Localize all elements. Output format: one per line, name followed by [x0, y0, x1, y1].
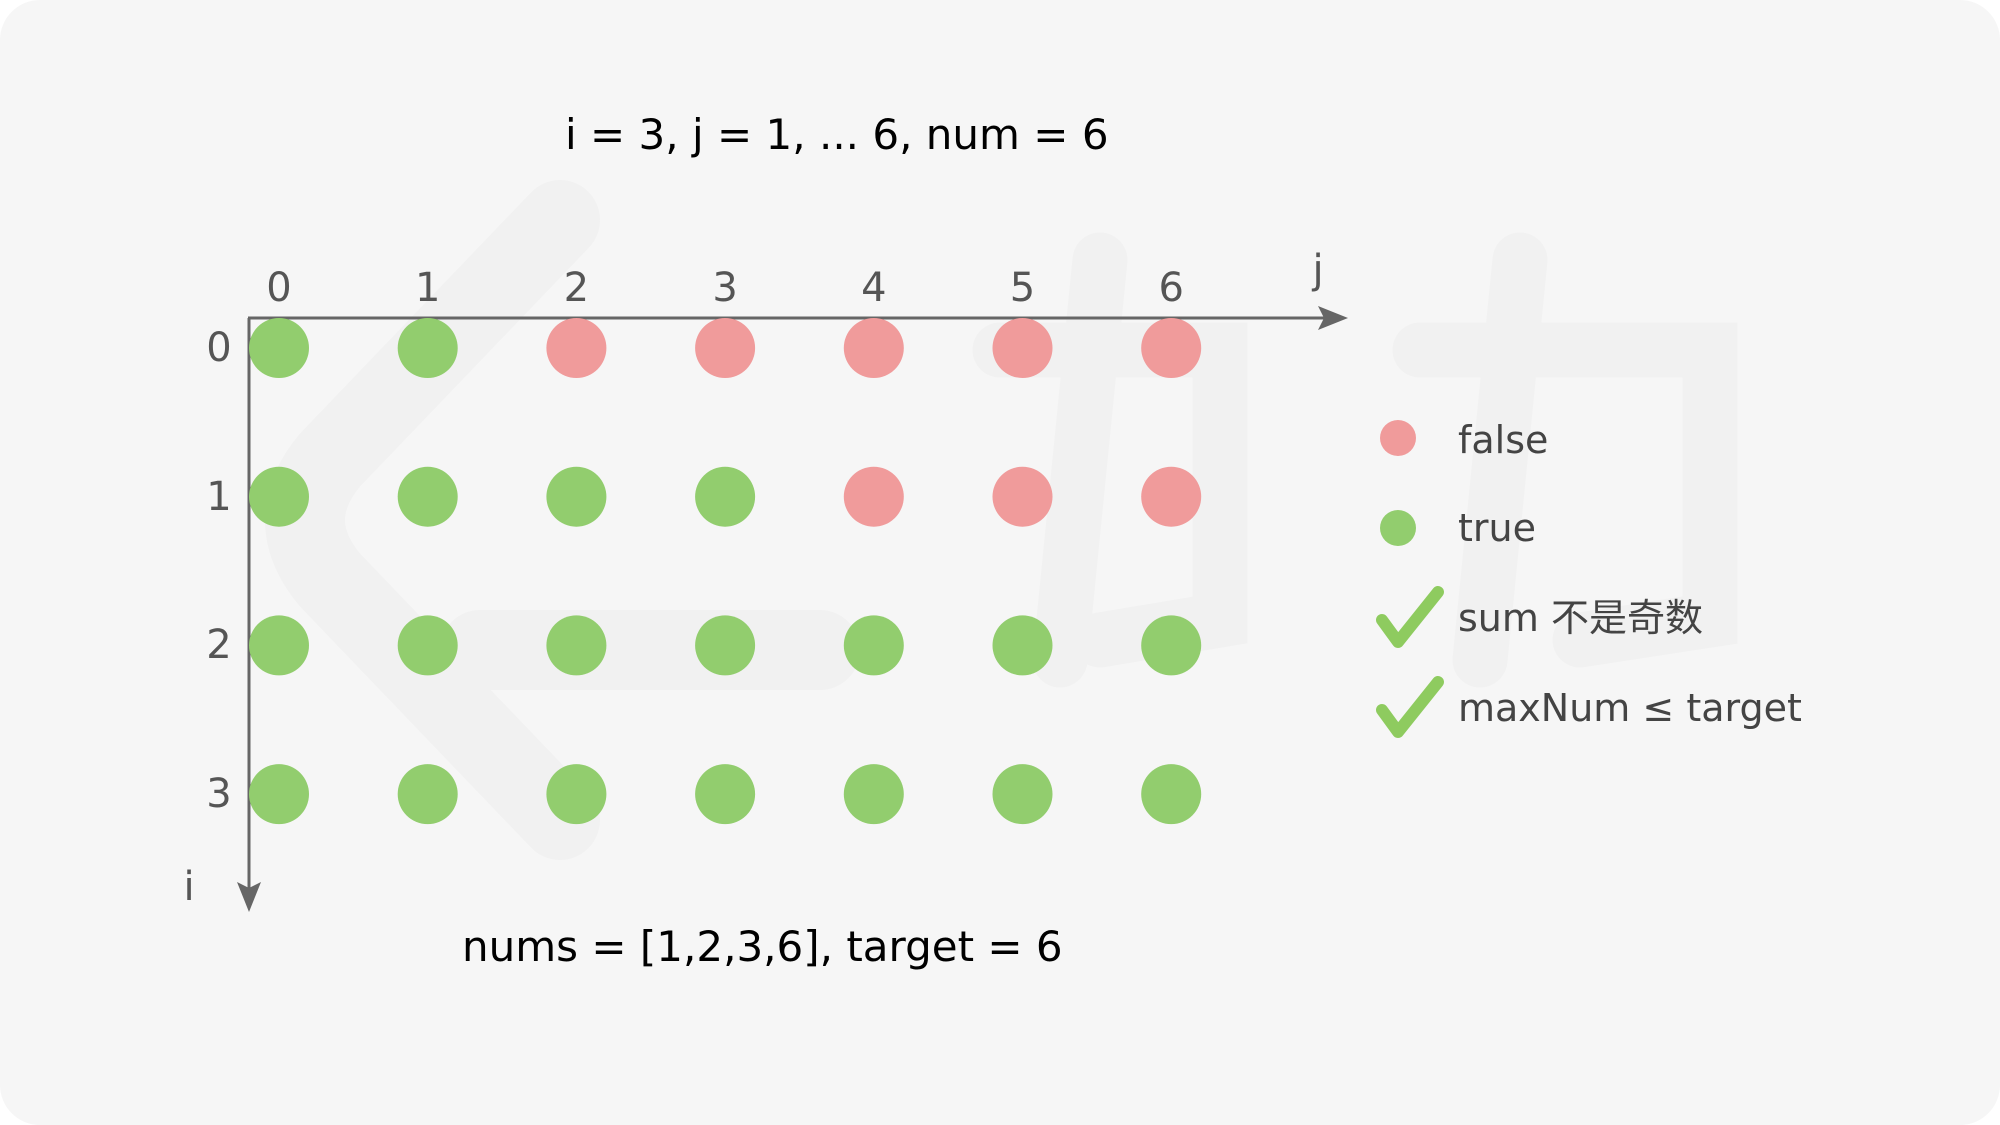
dot-false	[546, 318, 607, 378]
footer-label: nums = [1,2,3,6], target = 6	[462, 922, 1063, 971]
dot-true	[249, 764, 309, 825]
dot-false	[1141, 466, 1202, 527]
dot-false	[992, 318, 1053, 378]
dot-true	[249, 466, 309, 527]
dot-true	[695, 615, 756, 676]
dot-true	[992, 764, 1053, 825]
dot-true	[397, 318, 458, 378]
dot-true	[843, 764, 904, 825]
dot-true	[546, 615, 607, 676]
dot-true	[1141, 615, 1202, 676]
dot-true	[249, 318, 309, 378]
dot-true	[546, 764, 607, 825]
dot-true	[397, 764, 458, 825]
dot-true	[843, 615, 904, 676]
y-tick-label: 2	[206, 622, 232, 669]
dot-true	[695, 764, 756, 825]
x-axis-arrow-icon	[1318, 306, 1348, 330]
legend-true-label: true	[1458, 506, 1536, 550]
y-tick-label: 1	[206, 473, 232, 520]
y-axis-arrow-icon	[237, 882, 261, 912]
y-axis-label: i	[183, 864, 195, 910]
x-tick-label: 6	[1158, 265, 1184, 311]
x-tick-label: 4	[861, 265, 887, 311]
dot-true	[397, 615, 458, 676]
y-tick-label: 3	[206, 771, 232, 818]
check-icon	[1376, 676, 1444, 738]
dot-false	[1141, 318, 1202, 378]
dot-false	[843, 466, 904, 527]
dot-true	[695, 466, 756, 527]
dot-true	[1141, 764, 1202, 825]
check-icon	[1376, 586, 1444, 648]
legend-false-label: false	[1458, 418, 1549, 462]
header-label: i = 3, j = 1, ... 6, num = 6	[565, 110, 1109, 159]
dot-false	[843, 318, 904, 378]
x-tick-label: 1	[414, 265, 441, 311]
x-axis-label: j	[1312, 247, 1324, 293]
legend-check2-label: maxNum ≤ target	[1458, 686, 1802, 730]
dot-false	[992, 466, 1053, 527]
y-tick-label: 0	[206, 325, 232, 371]
x-tick-label: 2	[563, 265, 590, 311]
dot-true	[249, 615, 309, 676]
legend-true-dot	[1380, 510, 1416, 546]
x-tick-label: 0	[266, 265, 292, 311]
x-tick-label: 5	[1009, 265, 1036, 311]
dot-true	[546, 466, 607, 527]
legend-false-dot	[1380, 420, 1416, 456]
dot-false	[695, 318, 756, 378]
dot-true	[397, 466, 458, 527]
x-tick-label: 3	[712, 265, 738, 311]
legend-check1-label: sum 不是奇数	[1458, 596, 1703, 640]
dot-true	[992, 615, 1053, 676]
